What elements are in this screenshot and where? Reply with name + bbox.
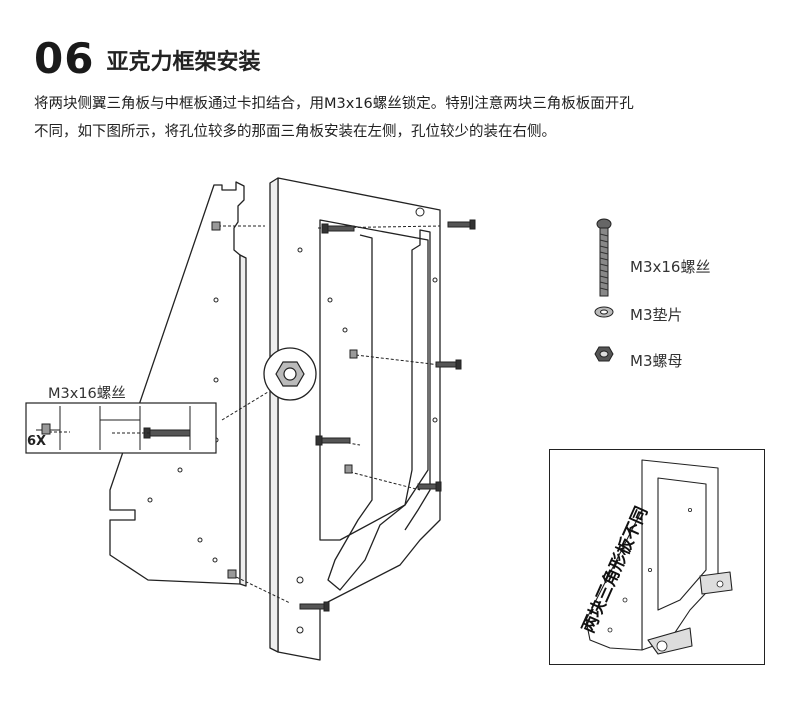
callout-screw — [110, 427, 191, 439]
part-label-screw: M3x16螺丝 — [630, 258, 711, 276]
step-number: 06 — [34, 34, 95, 83]
inset-panel-comparison: 两块三角形板不同 — [549, 449, 765, 665]
parts-icons — [594, 218, 614, 362]
part-label-nut: M3螺母 — [630, 352, 683, 370]
screw-part — [435, 361, 457, 368]
nut-icon — [594, 346, 614, 362]
screw-icon — [596, 218, 612, 297]
step-description: 将两块侧翼三角板与中框板通过卡扣结合，用M3x16螺丝锁定。特别注意两块三角板板… — [34, 90, 764, 146]
description-line-2: 不同，如下图所示，将孔位较多的那面三角板安装在左侧，孔位较少的装在右侧。 — [34, 124, 556, 140]
screw-part — [299, 603, 325, 610]
left-triangle-panel — [109, 181, 245, 585]
washer-icon — [594, 306, 614, 318]
step-title: 亚克力框架安装 — [106, 50, 261, 75]
part-label-washer: M3垫片 — [630, 306, 683, 324]
right-triangle-panel — [327, 229, 431, 591]
parts-legend: M3x16螺丝 M3垫片 M3螺母 — [586, 214, 776, 394]
callout-quantity: 6X — [27, 434, 47, 449]
zoom-callout-box — [25, 402, 217, 454]
description-line-1: 将两块侧翼三角板与中框板通过卡扣结合，用M3x16螺丝锁定。特别注意两块三角板板… — [34, 96, 634, 112]
screw-part — [321, 437, 351, 444]
screw-part — [447, 221, 471, 228]
callout-screw-label: M3x16螺丝 — [48, 386, 126, 402]
screw-part — [417, 483, 437, 490]
inset-drawing — [585, 459, 733, 655]
screw-part — [327, 225, 355, 232]
step-header: 06 亚克力框架安装 — [34, 30, 260, 80]
